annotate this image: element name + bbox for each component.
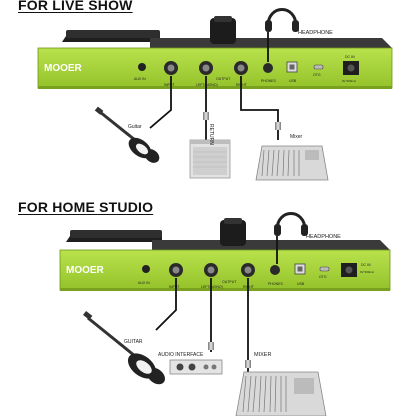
- guitar-cable-studio: [155, 278, 177, 331]
- dc-in-label-live: DC IN: [345, 55, 355, 59]
- dc-spec-label-live: 9V 500mA: [342, 79, 356, 83]
- live-show-section: MOOER AUX IN INPUT LEFT(MONO) OUTPUT RIG…: [37, 8, 393, 181]
- mixer-label-live: Mixer: [290, 134, 303, 140]
- usb-label-live: USB: [289, 79, 297, 83]
- aux-in-jack-live: [138, 63, 146, 71]
- home-studio-section: MOOER AUX IN INPUT LEFT(MONO) OUTPUT RIG…: [59, 212, 391, 416]
- guitar-icon-live: [94, 106, 160, 163]
- brand-logo-live: MOOER: [44, 63, 83, 74]
- dc-in-label-studio: DC IN: [361, 263, 371, 267]
- guitar-label-studio: GUITAR: [124, 339, 143, 345]
- otg-port-live: [313, 64, 324, 70]
- phones-jack-studio: [270, 265, 280, 275]
- home-studio-heading: FOR HOME STUDIO: [18, 199, 154, 215]
- aux-in-label-live: AUX IN: [134, 77, 146, 81]
- amplifier-icon-live: [189, 139, 231, 179]
- headphone-icon-studio: [274, 212, 308, 236]
- pedal-unit-studio: [59, 218, 391, 291]
- usb-label-studio: USB: [297, 282, 305, 286]
- mixer-icon-live: [255, 145, 329, 181]
- otg-label-studio: OTG: [319, 275, 327, 279]
- output-label-studio: OUTPUT: [222, 280, 237, 284]
- guitar-icon-studio: [83, 310, 165, 385]
- phones-label-live: PHONES: [261, 79, 276, 83]
- live-show-heading: FOR LIVE SHOW: [18, 0, 133, 13]
- output-label-live: OUTPUT: [216, 77, 231, 81]
- guitar-cable-live: [149, 76, 172, 129]
- aux-in-jack-studio: [142, 265, 150, 273]
- headphone-icon-live: [265, 8, 299, 32]
- otg-port-studio: [319, 266, 330, 272]
- input-label-studio: INPUT: [169, 285, 180, 289]
- mixer-label-studio: MIXER: [254, 352, 271, 358]
- phones-label-studio: PHONES: [268, 282, 283, 286]
- guitar-label-live: Guitar: [128, 124, 142, 130]
- dc-spec-label-studio: 9V 500mA: [360, 270, 374, 274]
- brand-logo-studio: MOOER: [66, 265, 105, 276]
- input-label-live: INPUT: [164, 83, 175, 87]
- audio-interface-icon-studio: [169, 359, 223, 375]
- mixer-icon-studio: [235, 371, 327, 416]
- audio-interface-label-studio: AUDIO INTERFACE: [158, 352, 204, 358]
- headphone-label-studio: HEADPHONE: [306, 234, 341, 240]
- otg-label-live: OTG: [313, 73, 321, 77]
- headphone-label-live: HEADPHONE: [298, 30, 333, 36]
- return-label-live: RETURN: [208, 124, 214, 145]
- aux-in-label-studio: AUX IN: [138, 281, 150, 285]
- pedal-unit-live: [37, 16, 393, 89]
- phones-jack-live: [263, 63, 273, 73]
